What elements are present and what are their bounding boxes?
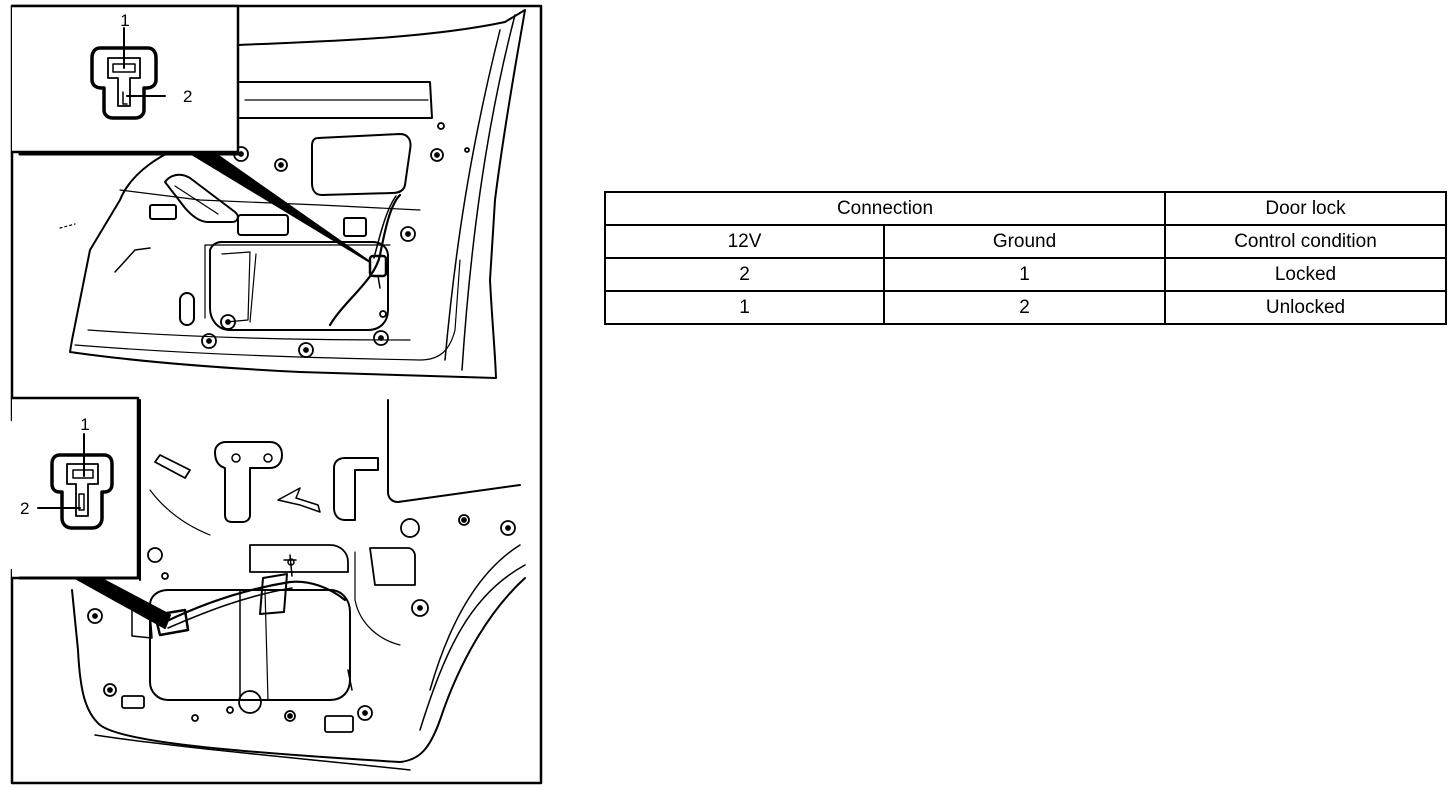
table-subheader-row: 12V Ground Control condition [604,224,1447,259]
lower-connector-icon [50,453,114,530]
table-row: 2 1 Locked [604,257,1447,292]
upper-pin-2-label: 2 [183,87,192,106]
door-lock-connection-table: Connection Door lock 12V Ground Control … [604,191,1447,325]
rear-door-drawing [71,399,526,771]
cell-ground: 2 [883,290,1166,325]
header-12v: 12V [604,224,885,259]
front-door-drawing [59,9,526,379]
lower-pin-2-label: 2 [20,499,29,518]
table-row: 1 2 Unlocked [604,290,1447,325]
header-ground: Ground [883,224,1166,259]
cell-12v: 2 [604,257,885,292]
cell-12v: 1 [604,290,885,325]
upper-pin-1-label: 1 [120,11,129,30]
upper-connector-inset: 1 2 [10,4,240,156]
door-wiring-figure: 1 2 [10,4,543,785]
lower-pin-1-label: 1 [80,415,89,434]
cell-ground: 1 [883,257,1166,292]
lower-connector-inset: 1 2 [10,396,140,580]
cell-condition: Unlocked [1164,290,1447,325]
table-header-row: Connection Door lock [604,191,1447,226]
header-connection: Connection [604,191,1166,226]
cell-condition: Locked [1164,257,1447,292]
header-control-condition: Control condition [1164,224,1447,259]
header-door-lock: Door lock [1164,191,1447,226]
upper-connector-icon [90,46,158,120]
